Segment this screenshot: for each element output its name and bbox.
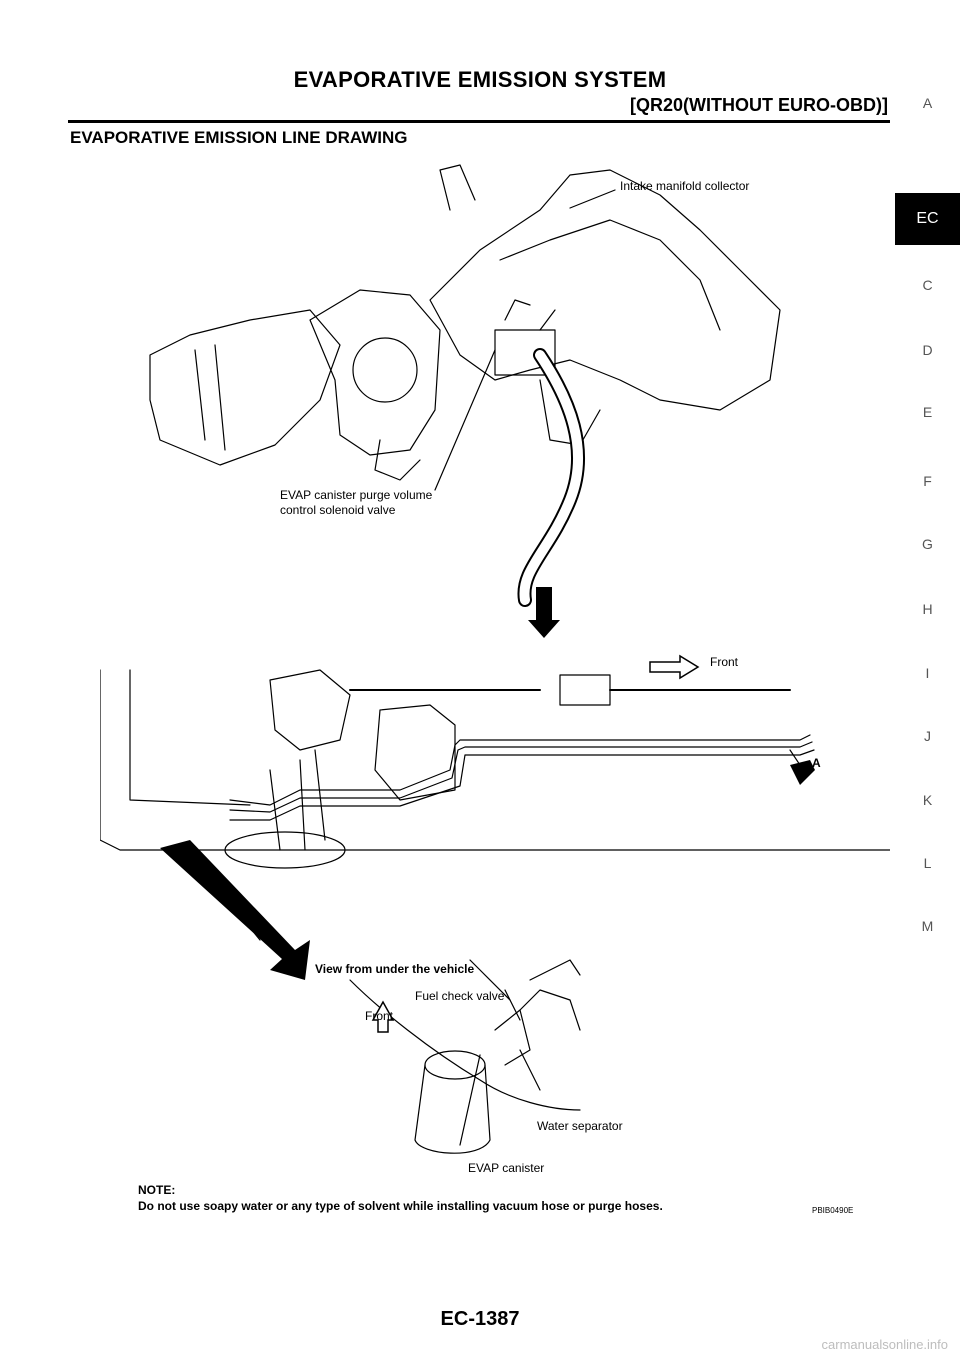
document-title: EVAPORATIVE EMISSION SYSTEM [293, 67, 667, 92]
underbody-frame [129, 669, 251, 806]
label-intake-collector: Intake manifold collector [620, 179, 749, 193]
evap-line-2 [229, 741, 813, 813]
collector-detail [499, 219, 721, 331]
tab-a[interactable]: A [922, 95, 933, 111]
tab-e[interactable]: E [922, 404, 933, 420]
water-separator [494, 1009, 531, 1066]
section-tabs: A EC C D E F G H I J K L M [895, 80, 960, 960]
line-end [789, 749, 801, 766]
label-front-inset: Front [365, 1009, 394, 1023]
intake-duct-shape [149, 309, 341, 466]
fuel-check-valve [504, 959, 581, 1021]
tab-ec[interactable]: EC [895, 193, 960, 245]
tab-c[interactable]: C [922, 277, 933, 293]
label-purge-valve-2: control solenoid valve [280, 503, 396, 517]
leader-fuel-check-valve [469, 959, 511, 1001]
label-note-head: NOTE: [138, 1183, 175, 1197]
purge-valve-shape [494, 329, 556, 376]
canister-hose [519, 989, 581, 1031]
throttle-bore [352, 337, 418, 403]
tab-m[interactable]: M [921, 918, 934, 934]
front-inset-arrow-icon [371, 1000, 395, 1033]
front-arrow-icon [649, 654, 700, 680]
evap-line-drawing: Intake manifold collector EVAP canister … [99, 150, 891, 1220]
tab-f[interactable]: F [923, 473, 932, 489]
label-point-a-lower: A [812, 756, 821, 770]
watermark: carmanualsonline.info [821, 1337, 948, 1352]
tab-g[interactable]: G [922, 536, 933, 552]
label-note-text: Do not use soapy water or any type of so… [138, 1199, 663, 1213]
diagram-svg: Intake manifold collector EVAP canister … [99, 164, 891, 1215]
label-figure-code: PBIB0490E [812, 1206, 853, 1215]
tab-k[interactable]: K [922, 792, 933, 808]
leader-purge-valve [434, 349, 496, 491]
leader-evap-canister [459, 1054, 481, 1146]
page-number: EC-1387 [440, 1308, 520, 1330]
shaft-joint [559, 674, 611, 706]
throttle-sensor [374, 439, 421, 481]
purge-hose-inner [519, 350, 583, 605]
label-fuel-check-valve: Fuel check valve [415, 989, 505, 1003]
label-purge-valve-1: EVAP canister purge volume [280, 488, 433, 502]
point-a-arrow [528, 587, 560, 638]
point-a-lower-arrow [790, 760, 815, 785]
tab-h[interactable]: H [922, 601, 933, 617]
leader-water-separator [519, 1049, 541, 1091]
underbody-outline [99, 669, 891, 851]
canister-body [414, 1064, 491, 1154]
purge-valve-connector [504, 299, 556, 331]
label-point-a: A [540, 616, 549, 630]
evap-line-1 [229, 734, 811, 806]
fuel-tank-sender [224, 831, 346, 869]
label-water-separator: Water separator [537, 1119, 623, 1133]
collector-pipe [439, 164, 476, 211]
label-evap-canister: EVAP canister [468, 1161, 544, 1175]
tab-j[interactable]: J [924, 728, 931, 744]
runner-detail [539, 379, 601, 446]
leader-collector [569, 189, 616, 209]
collector-shape [429, 169, 781, 411]
view-under-arrow [160, 840, 310, 980]
throttle-body-shape [309, 289, 441, 456]
section-title: EVAPORATIVE EMISSION LINE DRAWING [70, 128, 408, 147]
tab-i[interactable]: I [925, 665, 930, 681]
label-front-top: Front [710, 655, 739, 669]
fuel-tank [374, 704, 456, 801]
tab-d[interactable]: D [922, 342, 933, 358]
tab-l[interactable]: L [923, 855, 932, 871]
evap-line-3 [229, 749, 815, 821]
label-view-under: View from under the vehicle [315, 962, 474, 976]
intake-duct-ribs [194, 344, 226, 451]
document-subtitle: [QR20(WITHOUT EURO-OBD)] [630, 95, 888, 115]
steering-gear [269, 669, 351, 751]
header-rule [68, 120, 890, 123]
